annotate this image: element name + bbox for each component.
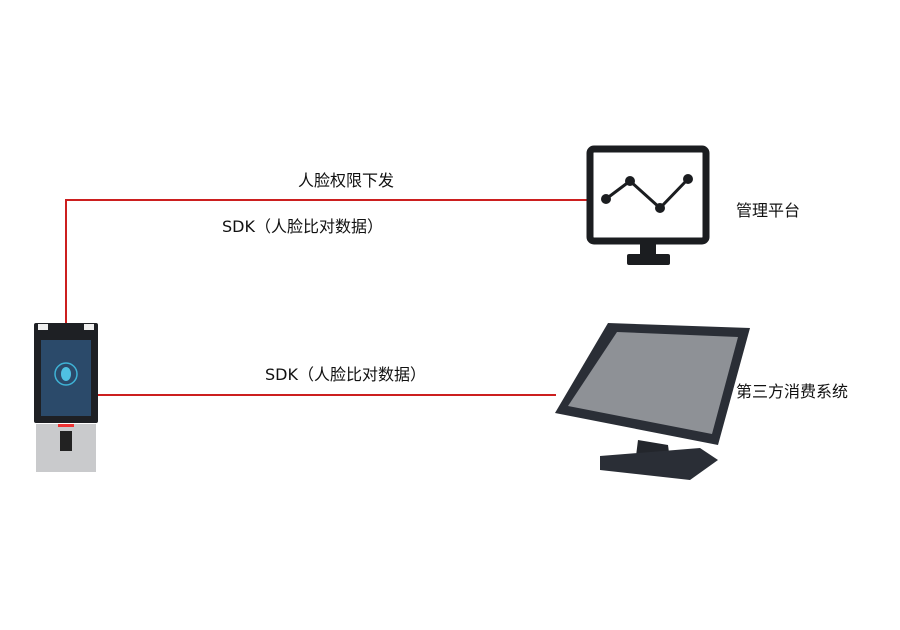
consumption-sdk-label: SDK（人脸比对数据） [265,365,426,384]
management-platform-label: 管理平台 [736,201,801,220]
connector-to-platform [65,199,590,326]
consumption-terminal-monitor-icon [555,323,750,480]
management-platform-monitor-icon [586,145,710,265]
face-recognition-terminal-icon [34,323,98,472]
permission-distribution-label: 人脸权限下发 [298,171,395,190]
platform-sdk-label: SDK（人脸比对数据） [222,217,383,236]
third-party-consumption-system-label: 第三方消费系统 [736,382,849,401]
